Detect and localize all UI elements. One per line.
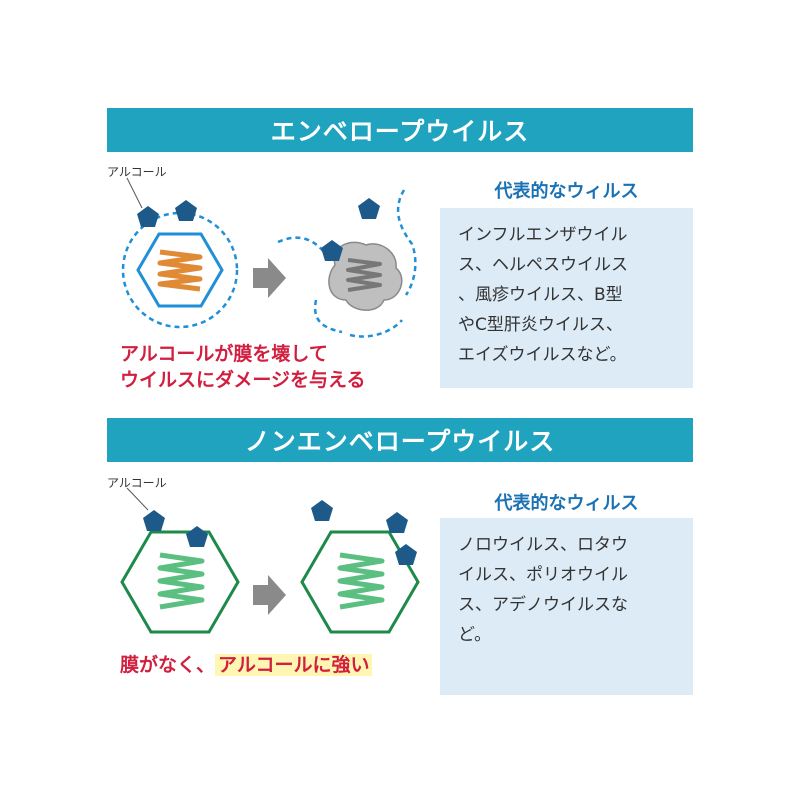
representative-line: 、風疹ウイルス、B型 [458,285,623,305]
representative-line: ど。 [458,625,492,645]
caption-prefix: 膜がなく、 [120,654,216,676]
representative-virus-title: 代表的なウィルス [494,493,639,514]
alcohol-molecule [186,526,208,547]
representative-line: ス、アデノウイルスな [458,595,628,615]
representative-virus-title: 代表的なウィルス [494,181,639,202]
representative-line: エイズウイルスなど。 [458,345,627,365]
alcohol-molecule [395,544,417,565]
alcohol-molecule [175,200,197,221]
representative-line: ス、ヘルペスウイルス [458,255,628,275]
alcohol-molecule [311,500,333,521]
representative-line: インフルエンザウイル [458,225,628,245]
arrow-right-icon [253,575,286,615]
virus-genome-coil [337,552,385,610]
alcohol-label: アルコール [107,476,167,490]
alcohol-molecule [386,512,408,533]
alcohol-pointer-line [126,487,149,511]
alcohol-molecule [321,240,343,261]
representative-line: イルス、ポリオウイル [458,565,628,585]
caption-line: アルコールが膜を壊して [120,343,328,365]
alcohol-molecule [358,198,380,219]
enveloped-virus-header: エンベロープウイルス [107,108,693,152]
enveloped-diagram [121,177,417,338]
caption-line: ウイルスにダメージを与える [120,369,366,391]
virus-genome-coil [157,552,205,610]
non-enveloped-diagram [120,487,420,634]
arrow-right-icon [253,258,286,298]
representative-virus-box: ノロウイルス、ロタウ イルス、ポリオウイル ス、アデノウイルスな ど。 [440,518,693,695]
alcohol-molecule [143,510,165,531]
alcohol-molecule [137,206,159,227]
non-enveloped-caption: 膜がなく、アルコールに強い [120,652,373,678]
alcohol-label: アルコール [107,165,167,179]
representative-line: やC型肝炎ウイルス、 [458,315,623,335]
representative-virus-box: インフルエンザウイル ス、ヘルペスウイルス 、風疹ウイルス、B型 やC型肝炎ウイ… [440,208,693,388]
representative-line: ノロウイルス、ロタウ [458,535,628,555]
enveloped-caption: アルコールが膜を壊して ウイルスにダメージを与える [120,341,365,393]
virus-genome-coil [157,249,203,292]
broken-envelope-right [396,189,417,296]
non-enveloped-virus-header: ノンエンベロープウイルス [107,418,693,462]
caption-highlight: アルコールに強い [215,654,373,676]
alcohol-pointer-line [126,177,143,209]
virus-envelope [121,211,239,329]
virus-genome-coil [346,258,382,292]
